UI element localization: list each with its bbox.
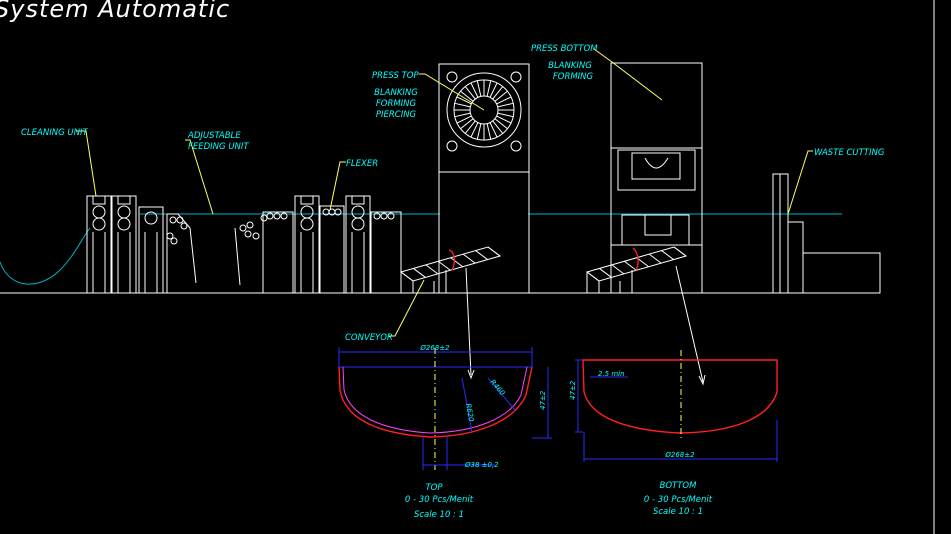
bottom-part-rate: 0 - 30 Pcs/Menit <box>644 495 713 505</box>
label-press-top-op-1: BLANKING <box>374 88 418 98</box>
fan-blade <box>494 118 508 130</box>
fan-blade <box>456 96 472 105</box>
top-dim-width: Ø268±2 <box>419 344 450 352</box>
fan-blade <box>464 120 476 134</box>
label-feeding-unit: FEEDING UNIT <box>188 142 249 152</box>
label-press-top: PRESS TOP <box>372 71 419 81</box>
label-flexer: FLEXER <box>346 159 378 169</box>
fan-blade <box>497 102 514 108</box>
conveyor-slat <box>599 268 612 278</box>
conveyor-slat <box>586 271 600 282</box>
label-press-top-op-2: FORMING <box>376 99 417 109</box>
conveyor-slat <box>661 250 674 260</box>
strip-material <box>0 213 842 285</box>
top-dim-r1: R620 <box>464 403 475 423</box>
drawing-title: System Automatic <box>0 0 230 23</box>
label-cleaning-unit: CLEANING UNIT <box>21 128 88 138</box>
fan-blade <box>476 123 482 140</box>
label-waste-cutting: WASTE CUTTING <box>814 148 885 158</box>
top-part-name: TOP <box>425 483 443 493</box>
fan-blade <box>492 86 504 100</box>
conveyor-slat <box>648 253 662 264</box>
bottom-dim-width: Ø268±2 <box>664 451 695 459</box>
bottom-part-detail: 2.5 min 47±2 Ø268±2 BOTTOM 0 - 30 Pcs/Me… <box>569 350 778 517</box>
fan-blade <box>470 122 479 138</box>
press-top <box>438 63 530 294</box>
fan-blade <box>460 118 474 130</box>
fan-blade <box>460 90 474 102</box>
conveyor-slat <box>623 260 637 271</box>
conveyor-slat <box>475 250 488 260</box>
waste-cutting-unit <box>772 173 881 294</box>
part-arrows <box>465 265 706 386</box>
top-dim-height: 47±2 <box>539 390 547 410</box>
label-press-bottom-op-2: FORMING <box>553 72 594 82</box>
fan-blade <box>489 82 498 98</box>
flexer-unit <box>294 195 402 294</box>
fan-blade <box>497 112 514 118</box>
label-press-top-op-3: PIERCING <box>376 110 417 120</box>
cleaning-unit <box>86 195 164 294</box>
leader-lines <box>76 48 813 337</box>
fan-blade <box>454 102 471 108</box>
fan-blade <box>464 86 476 100</box>
fan-blade <box>496 115 512 124</box>
fan-blade <box>454 112 471 118</box>
conveyor-slat <box>487 246 501 257</box>
fan-blade <box>476 80 482 97</box>
top-part-scale: Scale 10 : 1 <box>414 510 464 520</box>
fan-blade <box>489 122 498 138</box>
conveyor-slat <box>462 253 476 264</box>
adjustable-feeding-unit <box>166 211 294 294</box>
conveyor-bottom <box>585 246 688 293</box>
fan-blade <box>470 82 479 98</box>
top-dim-r2: R460 <box>488 378 506 398</box>
fan-blade <box>486 80 492 97</box>
conveyor-slat <box>437 260 451 271</box>
top-part-detail: Ø268±2 R620 R460 47±2 Ø38 ±0,2 TOP 0 - 3… <box>338 344 552 520</box>
fan-blade <box>486 123 492 140</box>
fan-blade <box>492 120 504 134</box>
conveyor-slat <box>450 257 464 268</box>
label-adjustable: ADJUSTABLE <box>187 131 241 141</box>
press-bottom <box>610 62 703 294</box>
conveyor-slat <box>611 264 625 275</box>
top-dim-bottom: Ø38 ±0,2 <box>464 461 499 469</box>
bottom-part-name: BOTTOM <box>660 481 698 491</box>
label-press-bottom-op-1: BLANKING <box>548 61 592 71</box>
top-part-rate: 0 - 30 Pcs/Menit <box>405 495 474 505</box>
label-conveyor: CONVEYOR <box>345 333 393 343</box>
conveyor-slat <box>425 264 439 275</box>
bottom-part-scale: Scale 10 : 1 <box>653 507 703 517</box>
conveyor-top <box>399 246 502 293</box>
fan-blade <box>496 96 512 105</box>
conveyor-slat <box>673 246 687 257</box>
conveyor-slat <box>400 271 414 282</box>
fan-blade <box>494 90 508 102</box>
bottom-dim-wall: 2.5 min <box>598 370 625 378</box>
label-press-bottom: PRESS BOTTOM <box>531 44 598 54</box>
bottom-dim-height: 47±2 <box>569 380 577 400</box>
fan-blade <box>456 115 472 124</box>
conveyor-slat <box>413 268 426 278</box>
